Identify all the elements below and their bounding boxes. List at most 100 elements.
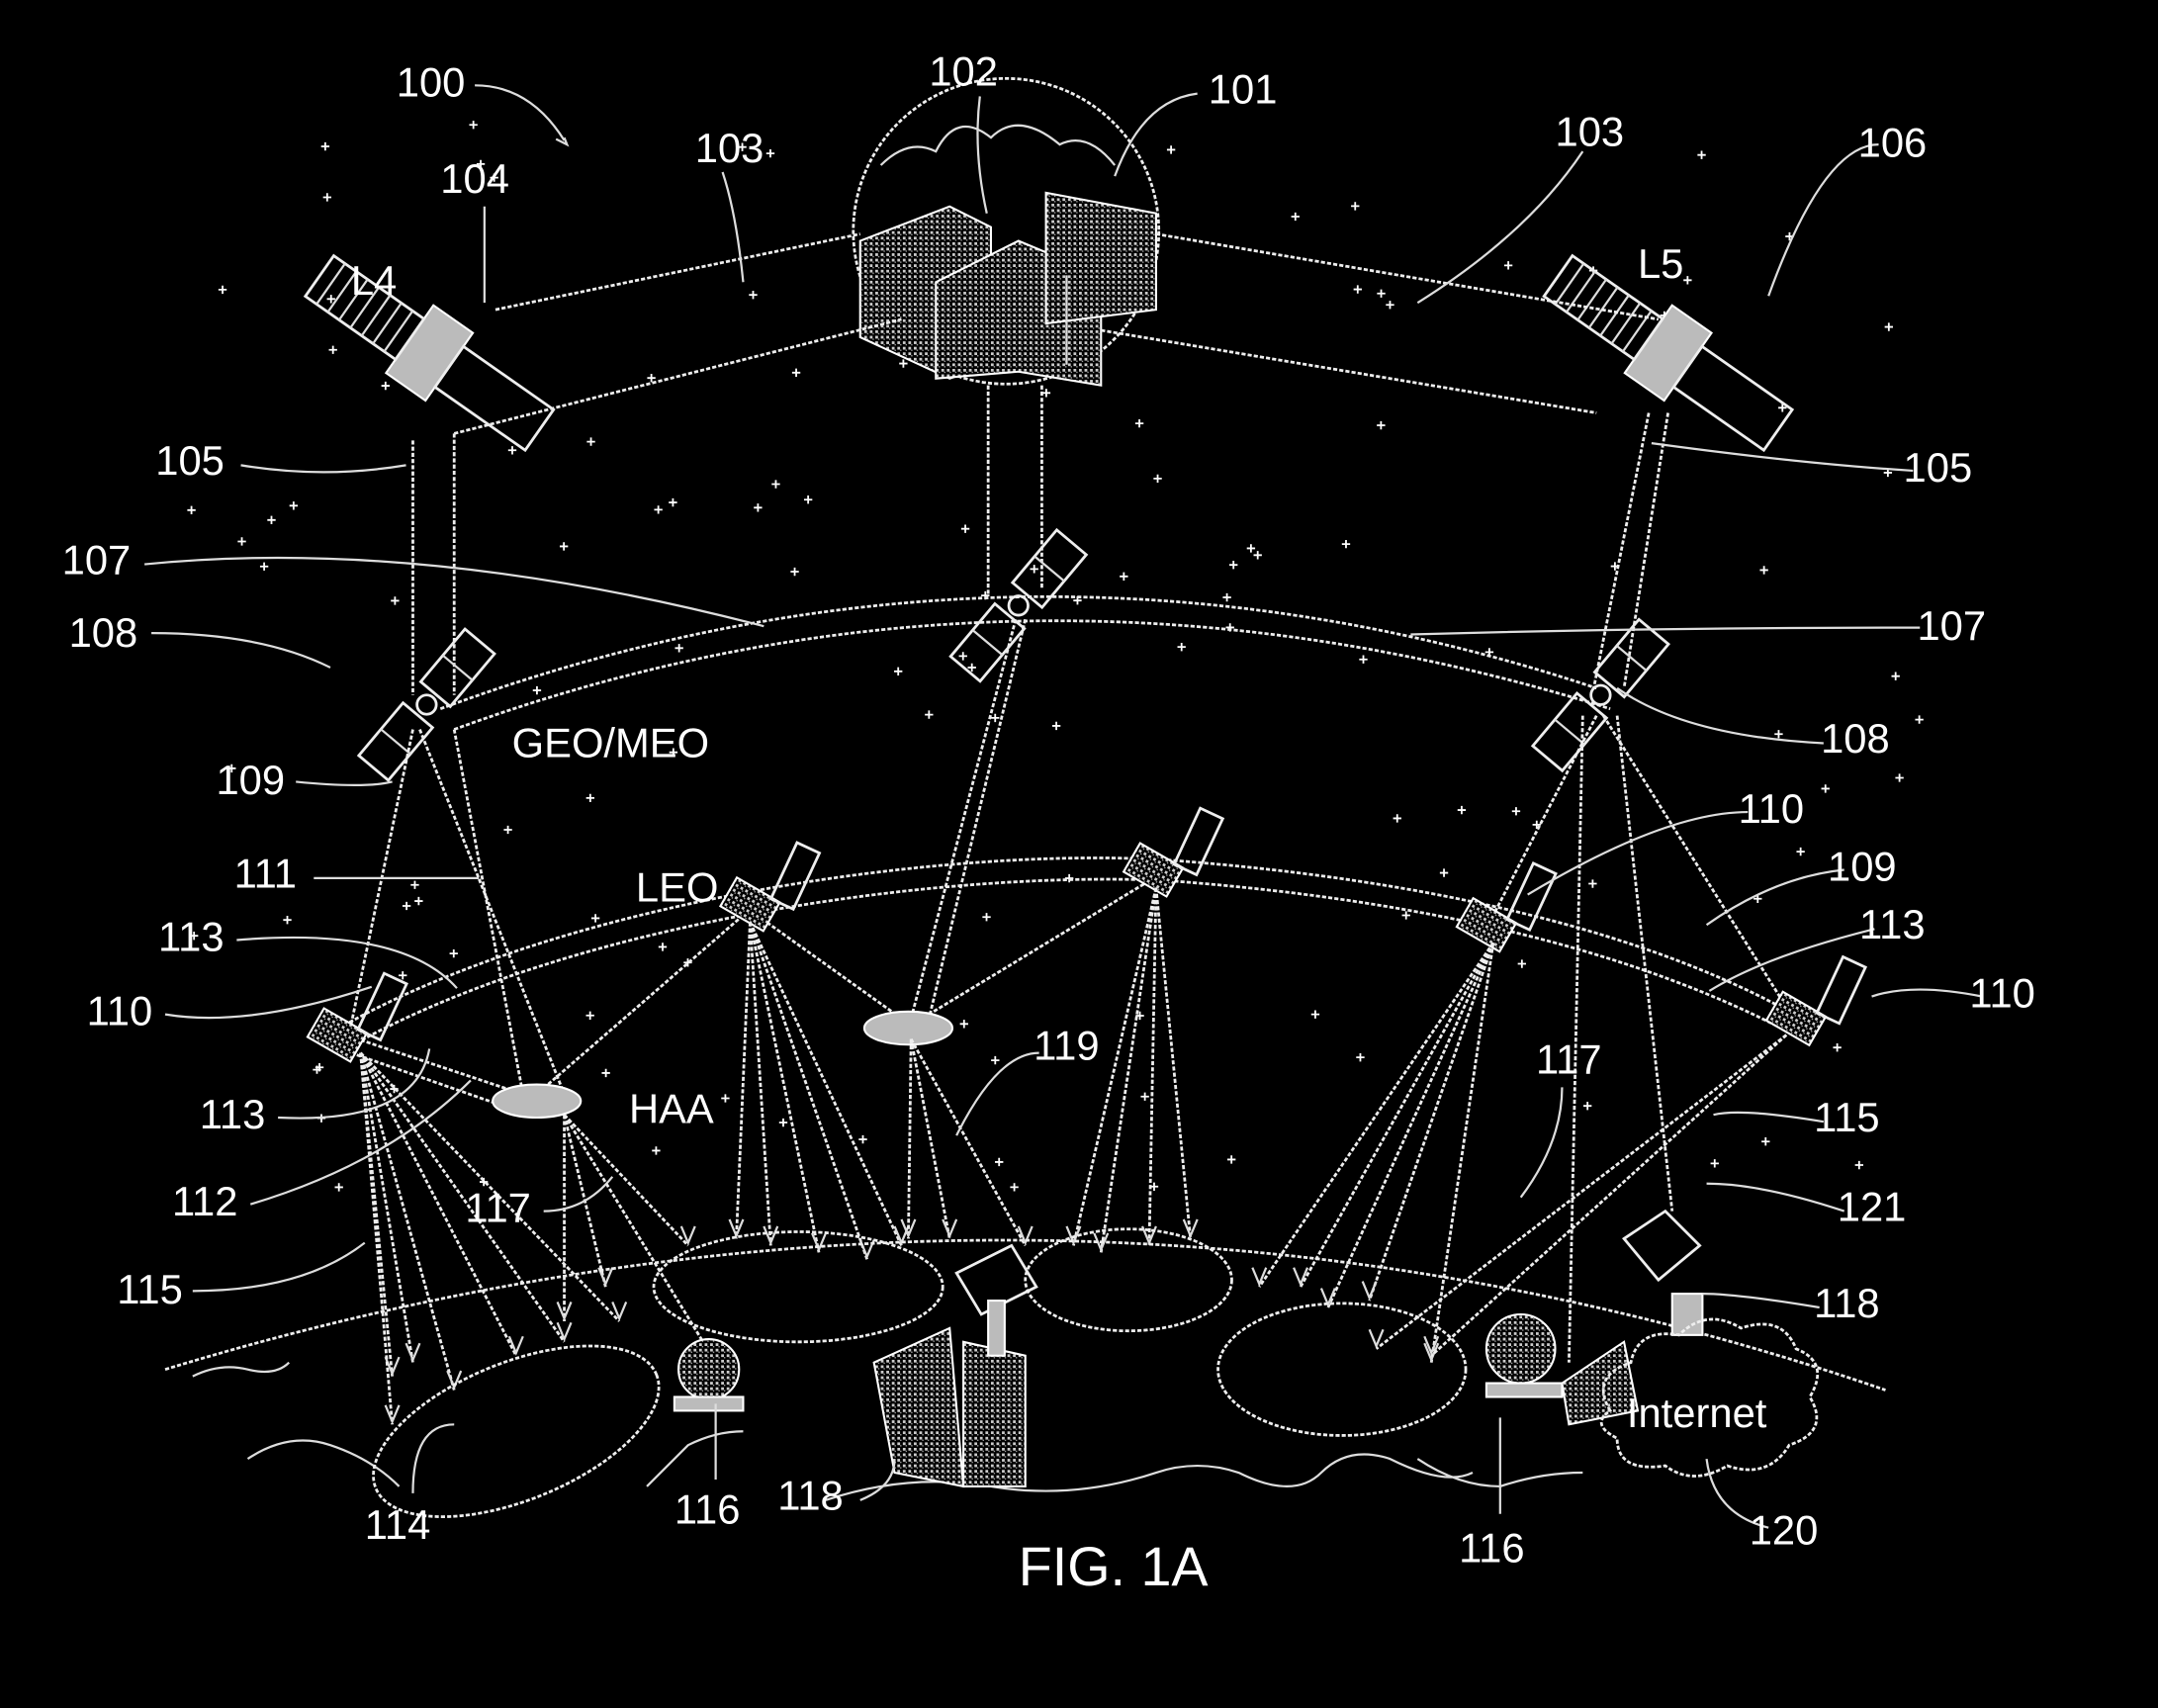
antenna-icon: [900, 1218, 917, 1239]
star-icon: [410, 880, 419, 889]
gateway-left-icon: [673, 1337, 745, 1412]
antenna-icon: [1017, 1225, 1034, 1246]
star-icon: [1683, 276, 1692, 285]
antenna-icon: [811, 1232, 827, 1253]
star-icon: [1353, 285, 1362, 294]
label-119: 119: [1034, 1023, 1100, 1069]
antenna-icon: [1093, 1232, 1110, 1253]
label-105-left: 105: [155, 437, 225, 484]
star-icon: [1511, 807, 1521, 816]
beam-line: [909, 1038, 951, 1239]
antenna-icon: [1423, 1342, 1440, 1363]
star-icon: [1891, 672, 1900, 680]
star-icon: [899, 359, 908, 368]
label-115-right: 115: [1814, 1094, 1880, 1140]
label-105-right: 105: [1904, 444, 1973, 491]
star-icon: [322, 193, 332, 202]
geo-satellite-right-icon: [1530, 617, 1670, 773]
geo-orbit: [439, 595, 1611, 731]
label-116-left: 116: [674, 1486, 741, 1533]
star-icon: [532, 685, 542, 695]
star-icon: [585, 793, 595, 803]
beam-line: [1368, 942, 1495, 1302]
beam-line: [1072, 887, 1158, 1246]
star-icon: [1588, 879, 1597, 888]
label-117-right: 117: [1536, 1035, 1602, 1082]
antenna-icon: [858, 1239, 875, 1260]
star-icon: [1310, 1010, 1320, 1019]
star-icon: [959, 1020, 968, 1029]
star-icon: [559, 542, 569, 551]
star-icon: [190, 931, 199, 941]
label-107-right: 107: [1917, 602, 1986, 649]
star-icon: [858, 1134, 867, 1144]
star-icon: [449, 948, 458, 958]
antenna-icon: [1368, 1328, 1385, 1349]
beam-line: [1375, 1034, 1788, 1350]
leader-lines: [144, 84, 1983, 1529]
star-icon: [894, 667, 903, 675]
star-icon: [320, 141, 330, 151]
label-haa: HAA: [629, 1086, 714, 1132]
star-icon: [1140, 1092, 1149, 1101]
star-icon: [328, 345, 337, 354]
star-icon: [1753, 894, 1762, 903]
antenna-icon: [611, 1302, 628, 1322]
beam-line: [563, 1114, 717, 1364]
star-icon: [381, 381, 390, 391]
star-icon: [925, 710, 934, 719]
star-icon: [237, 537, 246, 546]
star-icon: [1796, 847, 1805, 856]
antenna-icon: [384, 1404, 401, 1425]
star-icon: [586, 437, 595, 446]
star-icon: [1051, 721, 1061, 731]
leo-orbit: [336, 856, 1790, 1120]
label-110-left: 110: [87, 988, 153, 1034]
star-icon: [652, 1146, 661, 1155]
star-icon: [289, 501, 299, 510]
label-110-right: 110: [1969, 970, 2035, 1017]
leo-satellite-icon: [1455, 861, 1558, 953]
star-icon: [1854, 1160, 1864, 1170]
beam-line: [735, 922, 752, 1239]
beam-line: [359, 1051, 566, 1343]
star-icon: [1457, 805, 1467, 815]
antenna-icon: [507, 1335, 524, 1356]
beam-line: [749, 922, 772, 1246]
star-icon: [778, 1118, 788, 1127]
star-icon: [1895, 773, 1904, 782]
star-icon: [749, 291, 758, 300]
beam-line: [1099, 887, 1158, 1253]
antenna-icon: [1065, 1225, 1082, 1246]
star-icon: [654, 505, 663, 514]
antenna-icon: [446, 1370, 463, 1391]
beam-line: [359, 1051, 621, 1322]
label-108-right: 108: [1821, 715, 1890, 762]
star-icon: [721, 1094, 730, 1103]
star-icon: [1377, 289, 1386, 298]
star-icon: [1341, 539, 1351, 549]
label-118-right: 118: [1814, 1280, 1880, 1326]
star-icon: [469, 121, 478, 130]
star-field: [187, 121, 1924, 1192]
star-icon: [1177, 642, 1186, 652]
label-112: 112: [172, 1178, 238, 1224]
label-118-left: 118: [777, 1473, 844, 1519]
star-icon: [991, 713, 1000, 723]
label-internet: Internet: [1627, 1390, 1767, 1436]
label-101: 101: [1209, 65, 1278, 112]
figure-title: FIG. 1A: [1019, 1536, 1210, 1597]
label-104: 104: [440, 155, 509, 202]
beam-line: [359, 1052, 394, 1377]
star-icon: [503, 825, 512, 835]
label-109-left: 109: [216, 757, 285, 803]
star-icon: [1030, 565, 1038, 574]
star-icon: [1253, 551, 1262, 560]
star-icon: [1503, 261, 1513, 270]
star-icon: [669, 497, 677, 507]
antenna-icon: [1361, 1281, 1378, 1302]
star-icon: [791, 368, 801, 377]
star-icon: [960, 524, 970, 533]
beam-line: [907, 1038, 913, 1239]
star-icon: [1010, 1183, 1019, 1192]
